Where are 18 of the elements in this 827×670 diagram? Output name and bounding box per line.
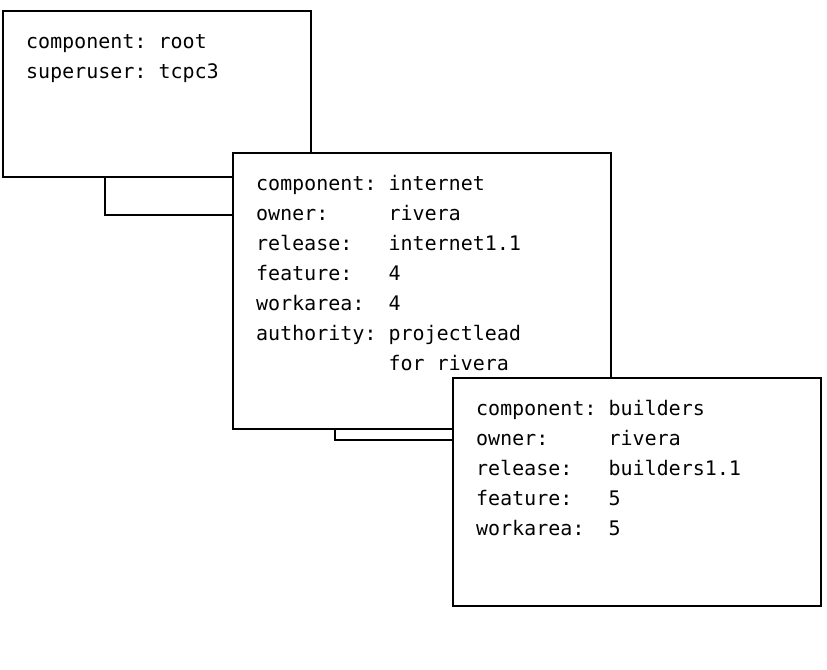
field-text: workarea: 4 bbox=[256, 290, 402, 317]
record-box bbox=[452, 377, 822, 607]
field-text: superuser: tcpc3 bbox=[26, 58, 220, 85]
record-box bbox=[232, 152, 612, 430]
field-text: owner: rivera bbox=[256, 200, 462, 227]
field-text: component: builders bbox=[476, 395, 706, 422]
field-text: feature: 5 bbox=[476, 485, 622, 512]
field-text: component: internet bbox=[256, 170, 486, 197]
connector-line bbox=[104, 178, 232, 216]
field-text: authority: projectlead for rivera bbox=[256, 320, 521, 377]
field-text: release: internet1.1 bbox=[256, 230, 521, 257]
field-text: component: root bbox=[26, 28, 208, 55]
record-box bbox=[2, 10, 312, 178]
field-text: feature: 4 bbox=[256, 260, 402, 287]
field-text: release: builders1.1 bbox=[476, 455, 741, 482]
field-text: owner: rivera bbox=[476, 425, 682, 452]
field-text: workarea: 5 bbox=[476, 515, 622, 542]
connector-line bbox=[334, 430, 452, 441]
